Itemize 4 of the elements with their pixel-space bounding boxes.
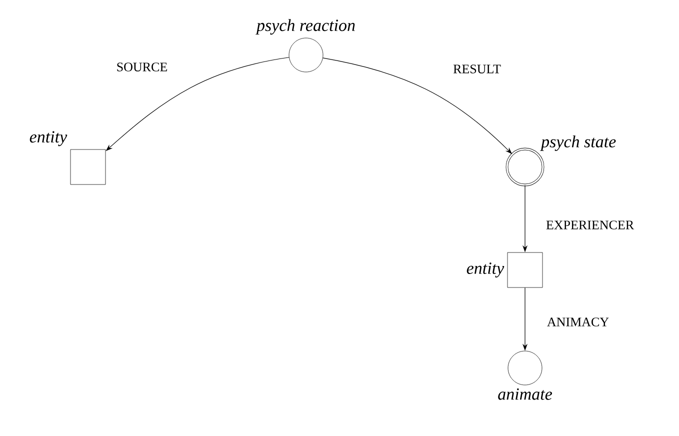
edge-label: SOURCE xyxy=(115,62,169,72)
edge-label: ANIMACY xyxy=(546,316,610,328)
edge-label: EXPERIENCER xyxy=(544,220,636,230)
edge-label: RESULT xyxy=(452,64,502,74)
